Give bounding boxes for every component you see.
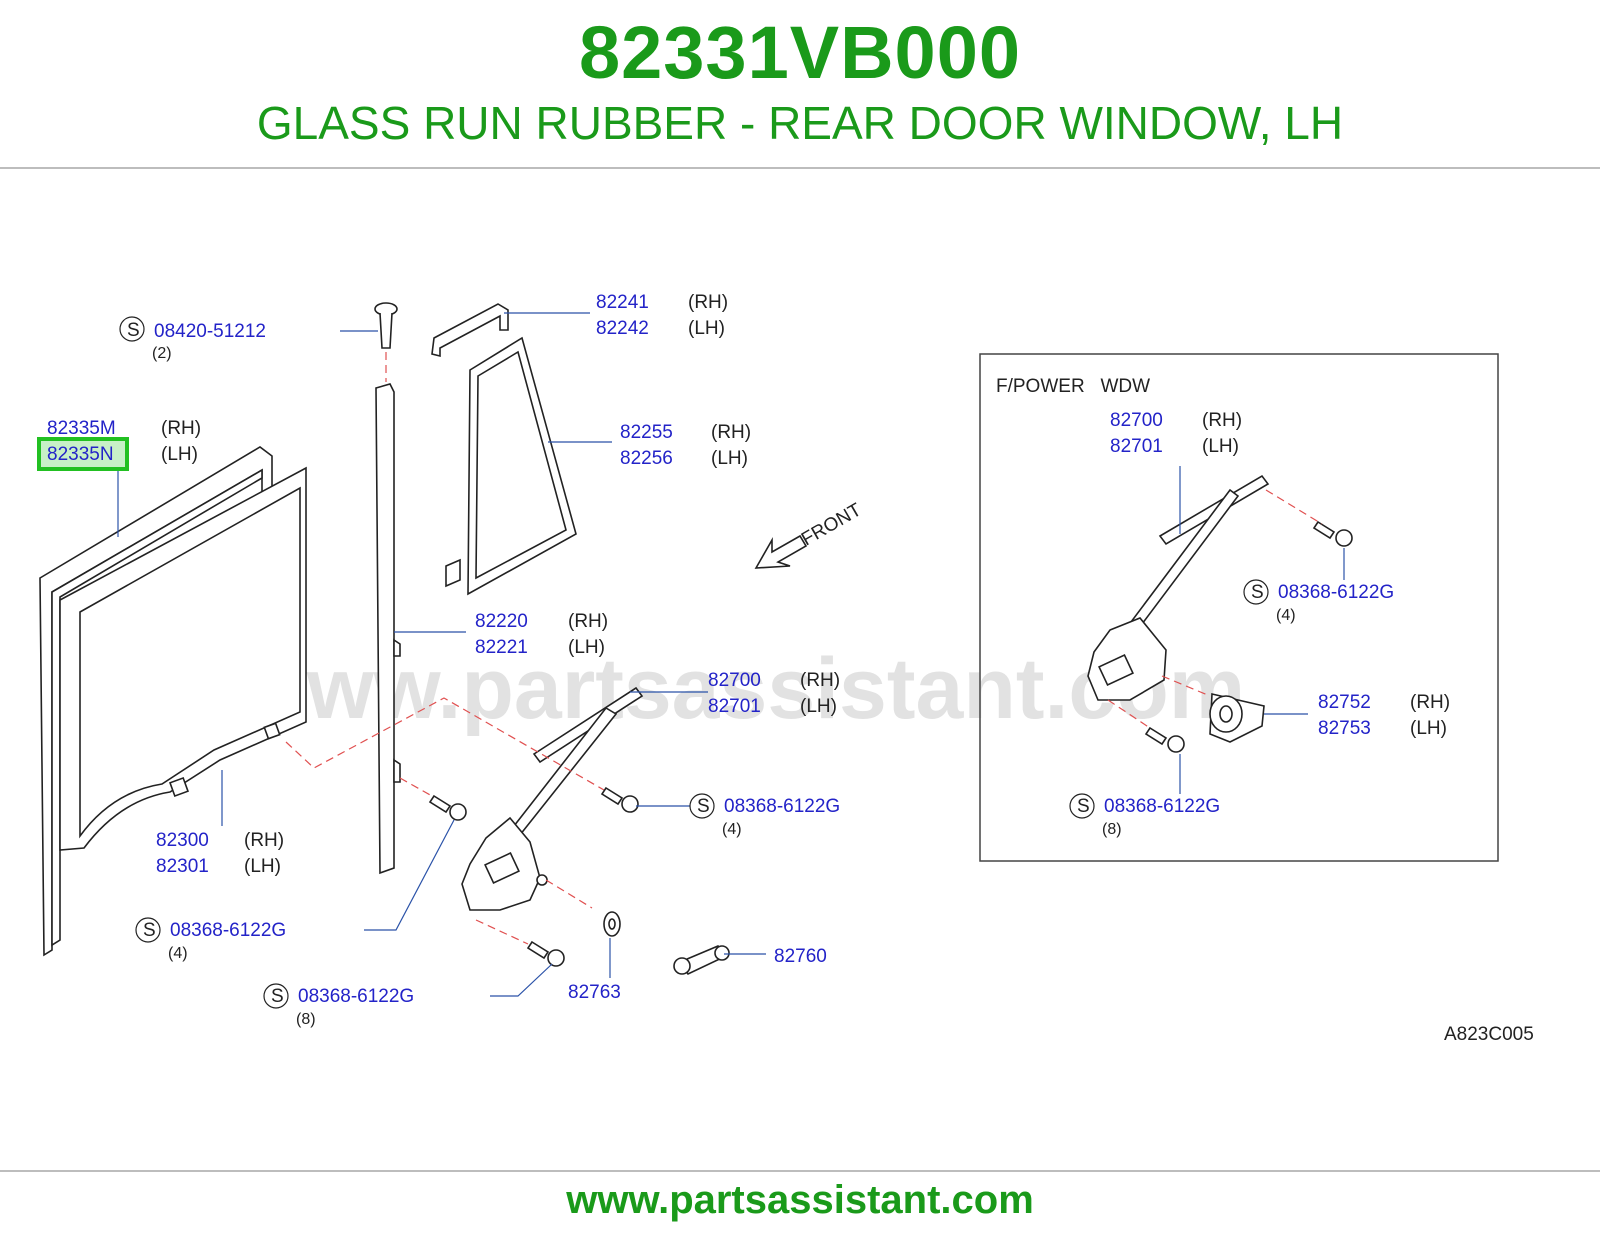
inset-bolt-b-label: S 08368-6122G (8): [1069, 793, 1220, 838]
channel-drawing: [375, 383, 401, 875]
figure-code: A823C005: [1444, 1024, 1534, 1045]
side-82221: (LH): [568, 637, 605, 658]
inset-side-82701: (LH): [1202, 436, 1239, 457]
side-82335M: (RH): [161, 418, 201, 439]
inset-frame: [979, 353, 1499, 862]
watermark: www.partsassistant.com: [239, 641, 1245, 737]
highlight-box: [37, 437, 129, 471]
handle-82760-drawing: [673, 945, 730, 976]
label-bolt-a: 08368-6122G: [724, 796, 840, 817]
inset-side-82752: (RH): [1410, 692, 1450, 713]
screw-symbol: S: [143, 920, 156, 941]
regulator-drawing: [461, 686, 644, 911]
inset-qty-bolt-a: (4): [1276, 607, 1296, 624]
inset-label-82752: 82752: [1318, 692, 1371, 713]
label-82335M: 82335M: [47, 418, 116, 439]
label-82335N: 82335N: [47, 444, 114, 465]
screw-symbol: S: [1077, 796, 1090, 817]
label-82256: 82256: [620, 448, 673, 469]
side-82300: (RH): [244, 830, 284, 851]
header-divider: [0, 167, 1600, 169]
label-82760: 82760: [774, 946, 827, 967]
footer-divider: [0, 1170, 1600, 1172]
screw-symbol: S: [697, 796, 710, 817]
front-label: FRONT: [798, 499, 866, 550]
qty-bolt-a: (4): [722, 821, 742, 838]
sash-drawing: [431, 303, 509, 358]
qty-bolt-b: (4): [168, 945, 188, 962]
screw-symbol: S: [127, 320, 140, 341]
door-glass-drawing: [59, 466, 307, 851]
part-number-title: 82331VB000: [578, 11, 1022, 94]
screw-08420-drawing: [374, 302, 398, 349]
label-82220: 82220: [475, 611, 528, 632]
inset-side-82700: (RH): [1202, 410, 1242, 431]
side-82701: (LH): [800, 696, 837, 717]
screw-symbol: S: [1251, 582, 1264, 603]
side-82242: (LH): [688, 318, 725, 339]
inset-label-82700: 82700: [1110, 410, 1163, 431]
screw-08420-label: S 08420-51212 (2): [119, 316, 266, 362]
inset-qty-bolt-b: (8): [1102, 821, 1122, 838]
inset-label-82753: 82753: [1318, 718, 1371, 739]
front-direction-arrow: FRONT: [754, 499, 866, 569]
side-82700: (RH): [800, 670, 840, 691]
label-82300: 82300: [156, 830, 209, 851]
bolt-c-label: S 08368-6122G (8): [263, 983, 414, 1028]
qty-08420: (2): [152, 345, 172, 362]
side-82301: (LH): [244, 856, 281, 877]
side-82256: (LH): [711, 448, 748, 469]
inset-label-bolt-a: 08368-6122G: [1278, 582, 1394, 603]
label-82701: 82701: [708, 696, 761, 717]
inset-label-82701: 82701: [1110, 436, 1163, 457]
bolt-a-label: S 08368-6122G (4): [689, 793, 840, 838]
quarter-glass-drawing: [445, 336, 577, 596]
inset-regulator-drawing: [1087, 474, 1353, 753]
qty-bolt-c: (8): [296, 1011, 316, 1028]
label-bolt-c: 08368-6122G: [298, 986, 414, 1007]
side-82255: (RH): [711, 422, 751, 443]
part-name-subtitle: GLASS RUN RUBBER - REAR DOOR WINDOW, LH: [256, 97, 1344, 149]
bolt-b-label: S 08368-6122G (4): [135, 917, 286, 962]
side-82220: (RH): [568, 611, 608, 632]
bolt-drawings: [428, 786, 639, 967]
label-82301: 82301: [156, 856, 209, 877]
parts-diagram: www.partsassistant.com FRONT: [37, 292, 1534, 1045]
label-82763: 82763: [568, 982, 621, 1003]
label-08420: 08420-51212: [154, 321, 266, 342]
inset-label-bolt-b: 08368-6122G: [1104, 796, 1220, 817]
inset-side-82753: (LH): [1410, 718, 1447, 739]
screw-symbol: S: [271, 986, 284, 1007]
label-82221: 82221: [475, 637, 528, 658]
label-82700: 82700: [708, 670, 761, 691]
side-82241: (RH): [688, 292, 728, 313]
leader-lines: [117, 312, 766, 997]
label-82241: 82241: [596, 292, 649, 313]
side-82335N: (LH): [161, 444, 198, 465]
footer-url[interactable]: www.partsassistant.com: [566, 1178, 1034, 1222]
inset-title: F/POWER WDW: [996, 376, 1150, 397]
washer-82763-drawing: [603, 911, 621, 937]
label-bolt-b: 08368-6122G: [170, 920, 286, 941]
inset-bolt-a-label: S 08368-6122G (4): [1243, 579, 1394, 624]
label-82242: 82242: [596, 318, 649, 339]
inset-leader-lines: [1179, 466, 1345, 794]
label-82255: 82255: [620, 422, 673, 443]
